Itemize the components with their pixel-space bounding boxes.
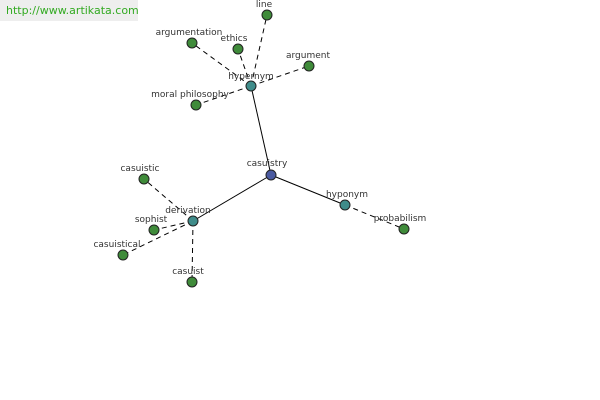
url-banner[interactable]: http://www.artikata.com	[0, 0, 139, 21]
label-line: line	[256, 0, 273, 10]
label-casuistry: casuistry	[247, 159, 288, 169]
label-sophist: sophist	[135, 215, 168, 225]
edge-derivation-sophist	[153, 220, 194, 231]
edge-casuistry-hyponym	[270, 174, 346, 206]
label-probabilism: probabilism	[374, 214, 427, 224]
edge-casuistry-derivation	[192, 174, 272, 222]
label-hypernym: hypernym	[228, 72, 274, 82]
edge-derivation-casuistic	[143, 178, 194, 222]
label-derivation: derivation	[165, 206, 211, 216]
label-moral-philosophy: moral philosophy	[151, 90, 229, 100]
node-probabilism[interactable]	[398, 223, 410, 235]
edge-derivation-casuist	[191, 220, 194, 283]
edge-hyponym-probabilism	[344, 204, 405, 230]
node-ethics[interactable]	[232, 43, 244, 55]
node-hypernym[interactable]	[245, 80, 257, 92]
edge-hypernym-moral-philosophy	[195, 85, 252, 106]
node-derivation[interactable]	[187, 215, 199, 227]
node-argument[interactable]	[303, 60, 315, 72]
edge-derivation-casuistical	[122, 220, 194, 256]
label-argument: argument	[286, 51, 330, 61]
edge-hypernym-argument	[250, 65, 310, 87]
node-line[interactable]	[261, 9, 273, 21]
label-casuistic: casuistic	[120, 164, 159, 174]
node-hyponym[interactable]	[339, 199, 351, 211]
node-casuistical[interactable]	[117, 249, 129, 261]
label-hyponym: hyponym	[326, 190, 368, 200]
label-argumentation: argumentation	[156, 28, 223, 38]
node-argumentation[interactable]	[186, 37, 198, 49]
node-casuistry[interactable]	[265, 169, 277, 181]
edge-casuistry-hypernym	[250, 85, 272, 176]
label-casuistical: casuistical	[93, 240, 140, 250]
node-sophist[interactable]	[148, 224, 160, 236]
node-casuist[interactable]	[186, 276, 198, 288]
edge-hypernym-line	[250, 14, 268, 87]
edge-hypernym-argumentation	[191, 42, 252, 87]
edge-hypernym-ethics	[237, 48, 252, 87]
label-casuist: casuist	[172, 267, 204, 277]
label-ethics: ethics	[221, 34, 248, 44]
node-casuistic[interactable]	[138, 173, 150, 185]
node-moral-philosophy[interactable]	[190, 99, 202, 111]
